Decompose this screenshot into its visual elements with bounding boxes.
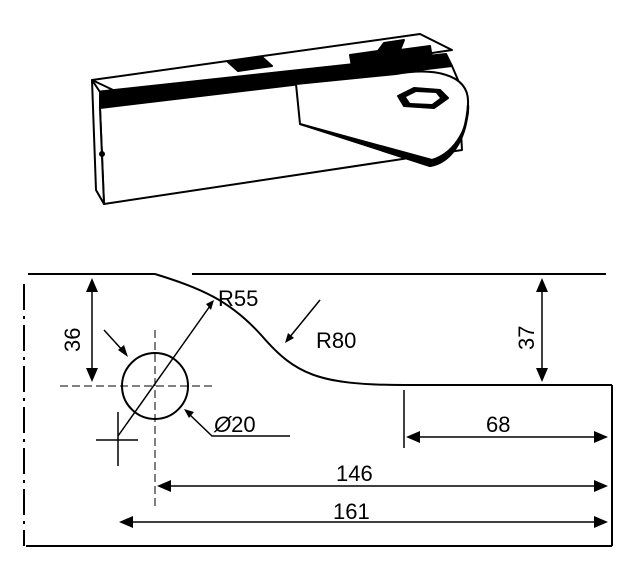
diameter-value: 20: [231, 412, 255, 437]
plate-outline: [26, 273, 613, 547]
dia-leader-arrowhead: [184, 409, 194, 418]
label-r55: R55: [218, 286, 258, 311]
fitting-screw: [99, 151, 105, 157]
label-68: 68: [486, 412, 510, 437]
dim-68-arrow-left: [406, 431, 420, 443]
dia-leader: [187, 412, 290, 437]
label-dia: Ø20: [213, 412, 256, 437]
r55-arrowhead: [206, 300, 214, 310]
hole-leader-arrowhead: [118, 345, 128, 357]
fitting-top-clamp: [349, 39, 433, 76]
dim-36-arrow-bottom: [86, 368, 98, 382]
dim-37-arrow-bottom: [536, 368, 548, 382]
dim-161-arrow-left: [119, 516, 133, 528]
dim-146-arrow-right: [594, 480, 608, 492]
r80-leader: [288, 299, 321, 339]
label-37: 37: [514, 326, 539, 350]
dim-146-arrow-left: [157, 480, 171, 492]
glass-door-patch-fitting-icon: [91, 33, 470, 205]
r80-arrowhead: [285, 333, 294, 343]
fitting-top-step: [227, 56, 273, 72]
dim-68-arrow-right: [594, 431, 608, 443]
fitting-pivot-shadow: [299, 103, 470, 167]
label-146: 146: [336, 461, 373, 486]
dim-161-arrow-right: [594, 516, 608, 528]
label-r80: R80: [316, 328, 356, 353]
label-161: 161: [333, 499, 370, 524]
dim-36-arrow-top: [86, 278, 98, 292]
label-36: 36: [60, 328, 85, 352]
r55-leader: [117, 305, 211, 437]
dim-37-arrow-top: [536, 278, 548, 292]
diameter-symbol: Ø: [213, 412, 233, 437]
fitting-pivot-hole-inner: [406, 92, 440, 104]
